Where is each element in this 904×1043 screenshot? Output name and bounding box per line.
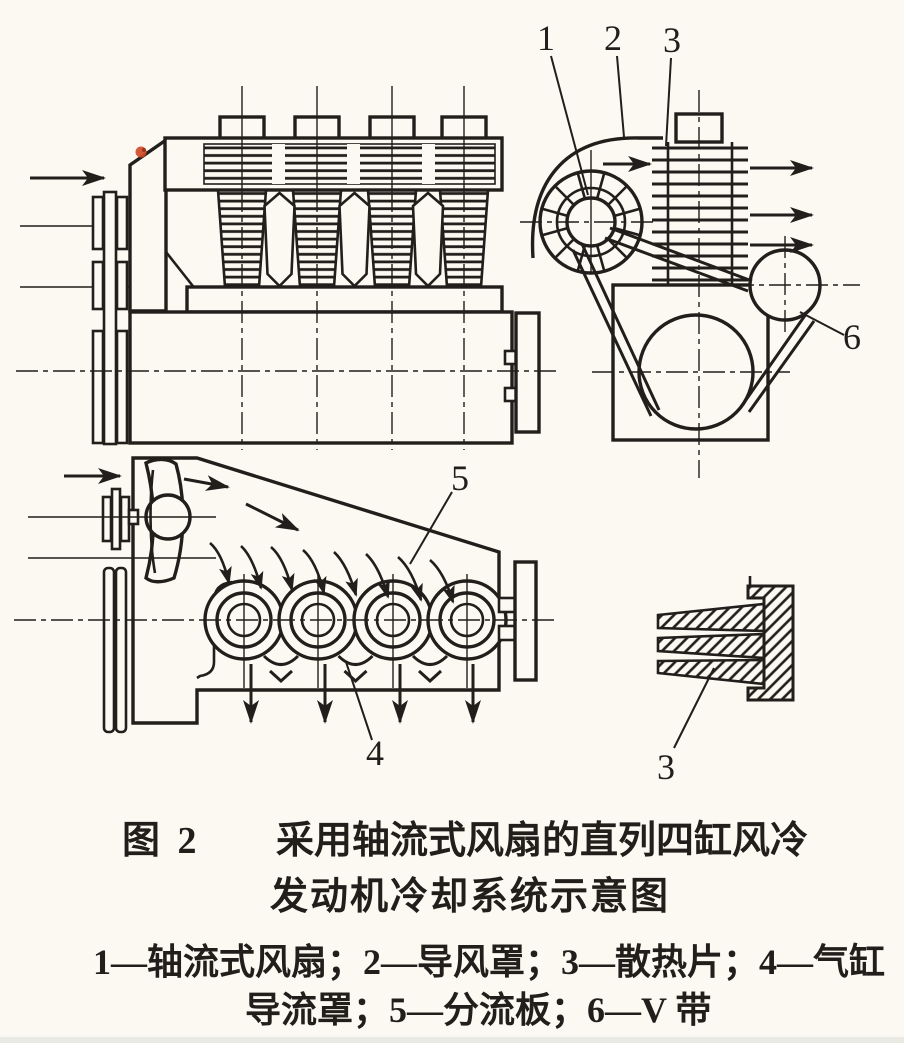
callout-1-label: 1 <box>537 18 555 58</box>
flywheel-side <box>503 311 541 434</box>
duct-flow-arrows <box>183 475 300 532</box>
figure-legend-line2: 导流罩；5—分流板；6—V 带 <box>245 990 712 1030</box>
callout-3-detail-label: 3 <box>657 747 675 787</box>
v-belt <box>571 226 816 417</box>
finned-cylinder-end <box>652 112 748 287</box>
plan-view: 5 4 <box>14 456 558 773</box>
callout-6-label: 6 <box>843 317 861 357</box>
air-outflow-arrows <box>750 160 814 253</box>
axial-fan-side <box>91 190 129 446</box>
air-exit-down-arrows <box>243 664 481 724</box>
cylinder-head-finned <box>163 136 504 192</box>
callout-3-leader <box>665 57 672 147</box>
crankcase-upper-band <box>185 285 504 314</box>
cylinder-centerlines <box>241 86 465 450</box>
fin-detail-view: 3 <box>656 576 795 787</box>
callout-5-leader <box>409 491 453 565</box>
callout-3-detail-leader <box>673 667 715 749</box>
scan-edge-shadow <box>0 1037 904 1043</box>
cylinder-fin-columns <box>216 188 490 289</box>
figure-number: 图 2 <box>122 820 201 862</box>
callout-2-label: 2 <box>604 18 622 58</box>
callout-6-leader <box>799 311 845 336</box>
fan-shroud-curve <box>530 136 663 259</box>
figure-title-line1: 采用轴流式风扇的直列四缸风冷 <box>276 820 809 862</box>
end-view: 1 2 3 6 <box>520 18 861 478</box>
crankcase-side <box>128 310 514 445</box>
callout-4-label: 4 <box>366 733 384 773</box>
flywheel-plan <box>497 560 538 682</box>
cylinder-wall-section <box>746 584 795 702</box>
fan-plan <box>101 457 192 734</box>
callout-1-leader <box>550 55 589 196</box>
callout-2-leader <box>616 55 625 138</box>
callout-3-label: 3 <box>663 20 681 60</box>
splitter-flow-arrows <box>209 542 455 604</box>
shroud-front-panel <box>128 136 168 313</box>
plan-centerlines <box>14 516 558 688</box>
side-view <box>16 86 556 450</box>
red-speck-artifact <box>135 146 147 158</box>
end-view-centerlines <box>520 90 860 478</box>
callout-5-label: 5 <box>451 458 469 498</box>
callout-4-leader <box>345 661 373 741</box>
plan-inner-contour <box>196 580 233 680</box>
figure-title-line2: 发动机冷却系统示意图 <box>270 876 671 918</box>
figure-legend-line1: 1—轴流式风扇；2—导风罩；3—散热片；4—气缸 <box>93 942 886 982</box>
